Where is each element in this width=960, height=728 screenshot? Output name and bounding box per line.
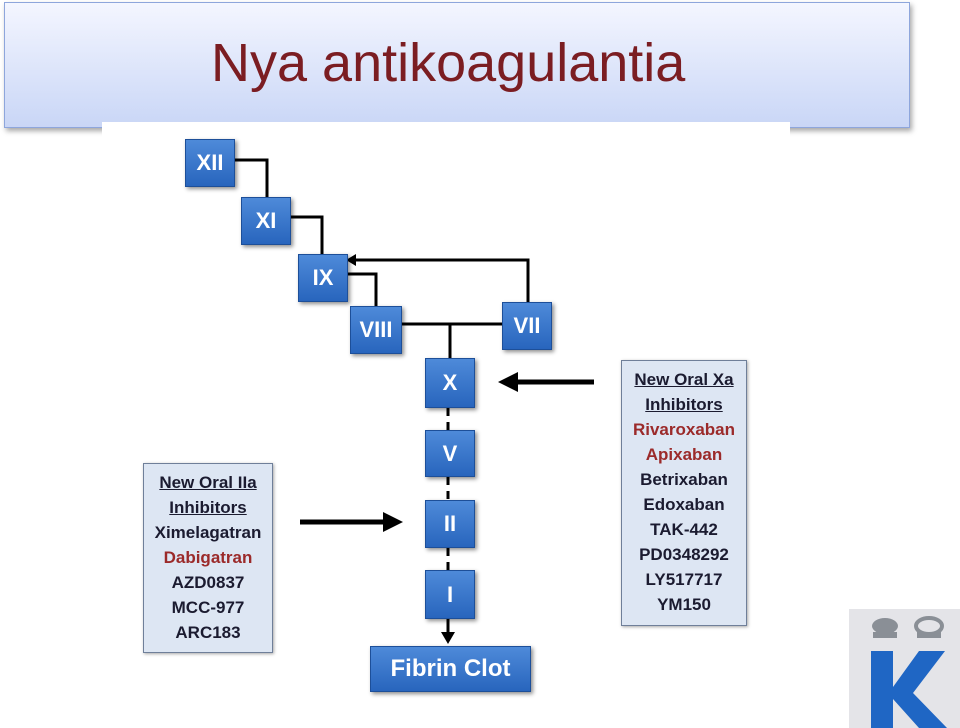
coagulation-cascade-diagram: XII XI IX VIII VII X V II I Fibrin Clot … (102, 122, 790, 717)
crown-k-logo (849, 609, 960, 728)
iia-drug-item: AZD0837 (171, 573, 245, 592)
xa-drug-item: Apixaban (645, 445, 723, 464)
fibrin-clot-box: Fibrin Clot (370, 646, 531, 692)
iia-header-line2: Inhibitors (169, 498, 247, 517)
xa-header-line2: Inhibitors (645, 395, 723, 414)
iia-drug-item: ARC183 (175, 623, 241, 642)
xa-drug-item: Rivaroxaban (632, 420, 736, 439)
xa-inhibitors-box: New Oral Xa Inhibitors Rivaroxaban Apixa… (621, 360, 747, 626)
title-bar (4, 2, 910, 128)
iia-drug-item: MCC-977 (171, 598, 245, 617)
k-letter-icon (871, 651, 947, 728)
iia-inhibitor-arrow (383, 512, 403, 532)
factor-ix-box: IX (298, 254, 348, 302)
xa-inhibitor-arrow (498, 372, 518, 392)
arrowhead-clot (441, 632, 455, 644)
xa-drug-item: Edoxaban (643, 495, 725, 514)
xi-to-ix-line (291, 215, 324, 254)
xa-header-line1: New Oral Xa (634, 370, 734, 389)
vii-to-ix-line (354, 258, 530, 302)
factor-ii-box: II (425, 500, 475, 548)
factor-i-box: I (425, 570, 475, 619)
factor-v-box: V (425, 430, 475, 477)
iia-inhibitors-box: New Oral IIa Inhibitors Ximelagatran Dab… (143, 463, 273, 653)
factor-xii-box: XII (185, 139, 235, 187)
xii-to-xi-line (235, 158, 269, 197)
factor-viii-box: VIII (350, 306, 402, 354)
arrowhead-ix (346, 254, 356, 266)
xa-drug-item: PD0348292 (639, 545, 729, 564)
factor-x-box: X (425, 358, 475, 408)
xa-drug-item: YM150 (657, 595, 711, 614)
iia-drug-item: Ximelagatran (154, 523, 262, 542)
iia-drug-item: Dabigatran (163, 548, 253, 567)
iia-header-line1: New Oral IIa (159, 473, 257, 492)
connector-lines (235, 158, 594, 644)
factor-vii-box: VII (502, 302, 552, 350)
crown-icon (872, 616, 944, 638)
xa-drug-item: TAK-442 (650, 520, 718, 539)
xa-drug-item: Betrixaban (640, 470, 728, 489)
slide-title: Nya antikoagulantia (211, 33, 686, 93)
xa-drug-item: LY517717 (645, 570, 723, 589)
factor-xi-box: XI (241, 197, 291, 245)
ix-to-viii-line (348, 272, 378, 306)
